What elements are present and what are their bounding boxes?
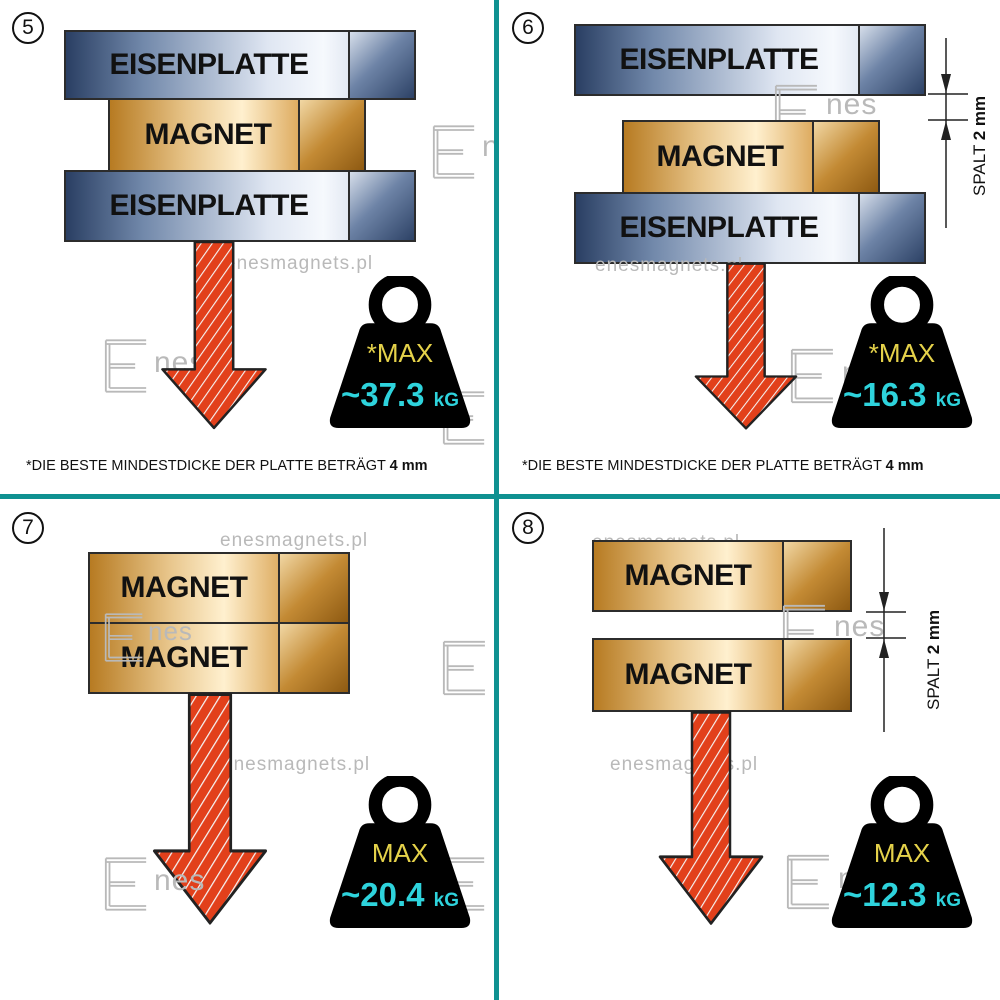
block-end <box>348 172 414 240</box>
gap-label: SPALT 2 mm <box>970 95 989 196</box>
watermark-url: enesmagnets.pl <box>595 255 744 276</box>
block-end <box>278 624 348 692</box>
block-label: MAGNET <box>144 118 273 151</box>
arrow-down-icon <box>158 240 270 432</box>
gap-dimension-marker <box>928 38 968 228</box>
block-label: MAGNET <box>624 559 753 592</box>
weight-max-label: *MAX <box>366 338 434 368</box>
panel-7: 7 enesmagnets.pl MAGNET MAGNET nes nes e… <box>0 500 494 1000</box>
enes-logo-watermark: nes <box>442 854 494 914</box>
iron-plate-bottom: EISENPLATTE <box>574 192 926 264</box>
weight-icon: *MAX ~16.3 kG <box>830 276 974 430</box>
weight-max-label: MAX <box>371 838 429 868</box>
enes-logo-watermark: nes <box>432 122 494 182</box>
plate-thickness-note: *DIE BESTE MINDESTDICKE DER PLATTE BETRÄ… <box>26 458 428 474</box>
block-end <box>782 640 850 710</box>
block-end <box>298 100 364 170</box>
panel-8: 8 enesmagnets.pl MAGNET nes MAGNET SPALT… <box>500 500 1000 1000</box>
block-end <box>782 542 850 610</box>
panel-number: 5 <box>12 12 44 44</box>
panel-number: 8 <box>512 512 544 544</box>
iron-plate-top: EISENPLATTE <box>64 30 416 100</box>
gap-label: SPALT 2 mm <box>924 609 943 710</box>
divider-vertical <box>494 0 499 1000</box>
block-label: EISENPLATTE <box>109 189 309 222</box>
enes-logo-watermark: nes <box>774 82 886 142</box>
arrow-down-icon <box>656 710 766 928</box>
watermark-url: enesmagnets.pl <box>220 530 369 551</box>
weight-max-label: MAX <box>873 838 931 868</box>
iron-plate-top: EISENPLATTE <box>574 24 926 96</box>
block-label: MAGNET <box>120 571 249 604</box>
block-end <box>278 554 348 622</box>
block-end <box>858 194 924 262</box>
block-end <box>812 122 878 192</box>
weight-icon: MAX ~20.4 kG <box>328 776 472 930</box>
plate-thickness-note: *DIE BESTE MINDESTDICKE DER PLATTE BETRÄ… <box>522 458 924 474</box>
magnet-block-top: MAGNET <box>592 540 852 612</box>
block-label: EISENPLATTE <box>619 43 819 76</box>
weight-value: ~37.3 kG <box>340 376 460 413</box>
weight-value: ~20.4 kG <box>340 876 460 913</box>
block-label: MAGNET <box>624 658 753 691</box>
block-end <box>348 32 414 98</box>
enes-logo-watermark: nes <box>442 638 494 698</box>
weight-value: ~16.3 kG <box>842 376 962 413</box>
panel-number: 7 <box>12 512 44 544</box>
block-label: MAGNET <box>656 140 785 173</box>
weight-icon: *MAX ~37.3 kG <box>328 276 472 430</box>
weight-value: ~12.3 kG <box>842 876 962 913</box>
panel-5: 5 nes EISENPLATTE MAGNET EISENPLATTE nes… <box>0 0 494 494</box>
magnet-block-bottom: MAGNET <box>592 638 852 712</box>
enes-logo-watermark: nes <box>104 854 214 914</box>
divider-horizontal <box>0 494 1000 499</box>
weight-icon: MAX ~12.3 kG <box>830 776 974 930</box>
weight-max-label: *MAX <box>868 338 936 368</box>
block-end <box>858 26 924 94</box>
panel-number: 6 <box>512 12 544 44</box>
magnet-block: MAGNET <box>622 120 880 194</box>
enes-logo-watermark: nes <box>104 610 204 665</box>
panel-6: 6 EISENPLATTE nes MAGNET EISENPLATTE SPA… <box>500 0 1000 494</box>
magnet-block-top: MAGNET <box>88 552 350 624</box>
arrow-down-icon <box>692 262 800 432</box>
gap-dimension-marker <box>866 528 906 732</box>
magnet-block: MAGNET <box>108 98 366 172</box>
iron-plate-bottom: EISENPLATTE <box>64 170 416 242</box>
watermark-url: enesmagnets.pl <box>222 754 371 775</box>
watermark-url: enesmagnets.pl <box>225 253 374 274</box>
block-label: EISENPLATTE <box>619 211 819 244</box>
enes-logo-watermark: nes <box>442 388 494 448</box>
block-label: EISENPLATTE <box>109 48 309 81</box>
